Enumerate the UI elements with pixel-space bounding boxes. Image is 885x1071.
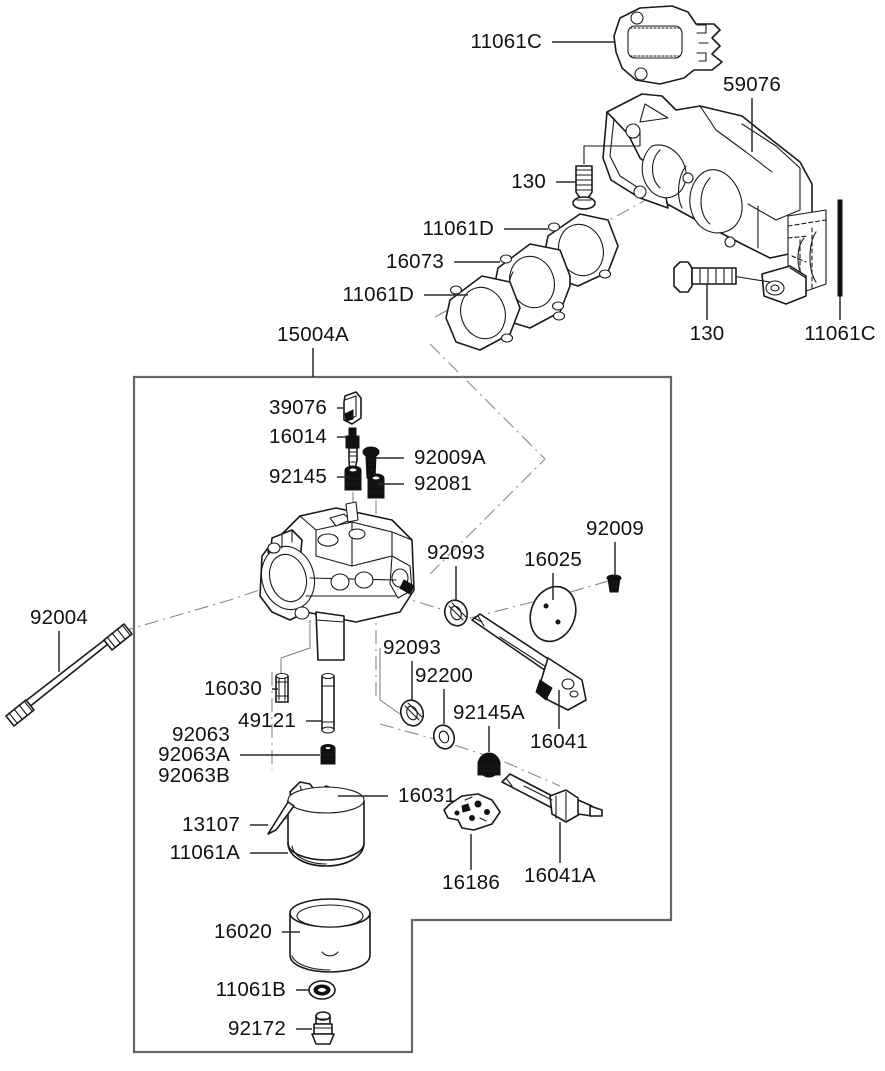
part-number-39076: 39076 xyxy=(268,395,327,419)
part-number-15004A: 15004A xyxy=(277,322,349,346)
part-number-92063B: 92063B xyxy=(158,763,230,787)
part-number-92093_low: 92093 xyxy=(382,635,442,659)
leader-92063-thin xyxy=(379,648,401,715)
part-92009A-screw xyxy=(362,446,380,479)
part-number-11061D_top: 11061D xyxy=(422,216,494,240)
part-92093-seal-lower xyxy=(399,699,425,727)
part-number-92093_top: 92093 xyxy=(426,540,486,564)
assembly-axis-throttle xyxy=(394,579,613,619)
part-16186-plate xyxy=(443,793,501,831)
part-16041A-choke-shaft xyxy=(501,773,603,823)
part-number-92145A: 92145A xyxy=(453,700,525,724)
part-number-92009A: 92009A xyxy=(414,445,486,469)
part-11061B-drain-gasket xyxy=(308,980,336,1000)
part-number-11061D_low: 11061D xyxy=(342,282,414,306)
part-number-11061C_top: 11061C xyxy=(470,29,542,53)
part-number-16041: 16041 xyxy=(529,729,589,753)
part-number-59076: 59076 xyxy=(722,72,782,96)
part-130-bolt-right xyxy=(673,261,771,293)
part-16025-throttle-valve xyxy=(529,585,577,643)
leader-16030-thin xyxy=(280,620,311,684)
part-number-130_right: 130 xyxy=(689,321,725,345)
part-number-92200: 92200 xyxy=(414,663,474,687)
part-16030-main-jet xyxy=(275,672,289,703)
part-number-130_top: 130 xyxy=(511,169,546,193)
part-92093-seal-upper xyxy=(443,599,469,627)
part-92004-stud-bolt xyxy=(5,623,133,727)
part-92063A-jet xyxy=(320,744,336,765)
part-11061C-right-marker xyxy=(837,199,843,297)
part-92145A-spring xyxy=(477,752,501,778)
part-130-bolt-upper xyxy=(572,131,641,210)
part-number-16030: 16030 xyxy=(203,676,262,700)
part-59076-intake-manifold xyxy=(602,93,827,305)
part-92200-washer xyxy=(432,724,456,750)
part-number-16020: 16020 xyxy=(213,919,272,943)
part-16020-float-bowl xyxy=(289,898,371,973)
part-92172-drain-bolt xyxy=(311,1011,335,1045)
part-number-16186: 16186 xyxy=(441,870,501,894)
part-number-11061C_right: 11061C xyxy=(804,321,876,345)
part-92145-spring xyxy=(344,465,362,491)
part-49121-nozzle xyxy=(321,672,335,734)
part-92009-screw-right xyxy=(606,574,622,593)
assembly-axis-upper xyxy=(429,343,546,575)
part-16031-float xyxy=(287,781,365,867)
part-number-92063A: 92063A xyxy=(158,742,230,766)
part-11061C-gasket xyxy=(613,5,723,85)
part-13107-float-pin xyxy=(267,801,295,835)
part-number-92004: 92004 xyxy=(29,605,89,629)
part-number-16025: 16025 xyxy=(523,547,583,571)
part-16041-throttle-shaft xyxy=(471,613,587,711)
part-11061D-gasket-lower xyxy=(445,275,521,351)
part-carburetor-body xyxy=(259,501,415,661)
part-number-92172: 92172 xyxy=(227,1016,286,1040)
part-number-92063: 92063 xyxy=(171,722,230,746)
assembly-axis-choke xyxy=(379,723,561,787)
part-number-49121: 49121 xyxy=(237,708,296,732)
part-number-11061A: 11061A xyxy=(169,840,240,864)
part-39076-damper xyxy=(343,391,362,425)
part-92081-spring xyxy=(367,473,385,499)
part-number-92081: 92081 xyxy=(414,471,473,495)
assembly-boundary-box xyxy=(132,375,673,1054)
part-number-16031: 16031 xyxy=(398,783,457,807)
part-number-11061B: 11061B xyxy=(215,977,286,1001)
part-number-16014: 16014 xyxy=(268,424,327,448)
part-number-13107: 13107 xyxy=(181,812,240,836)
part-number-16073: 16073 xyxy=(385,249,444,273)
part-number-92009: 92009 xyxy=(585,516,645,540)
part-number-92145: 92145 xyxy=(268,464,327,488)
part-number-16041A: 16041A xyxy=(524,863,596,887)
leader-lines xyxy=(58,41,841,1030)
